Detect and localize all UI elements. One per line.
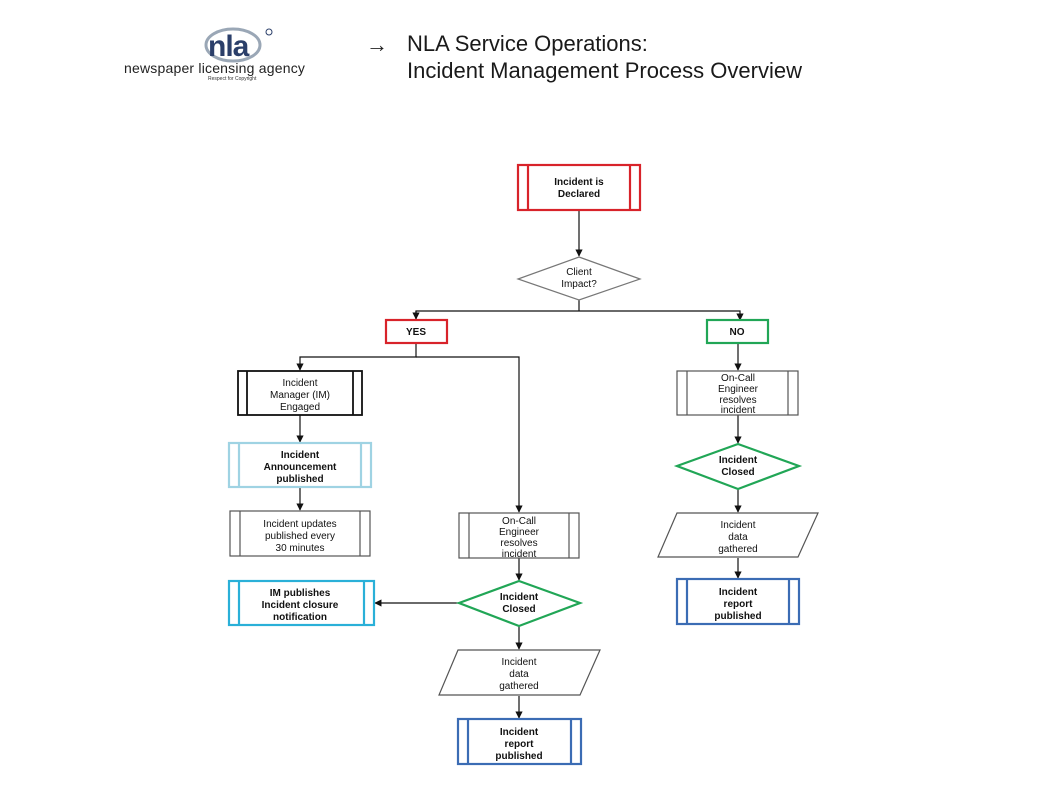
node-report-right-line-3: published [714, 611, 761, 622]
node-closed-right-line-1: Incident [719, 455, 758, 466]
node-im-engaged-line-2: Manager (IM) [270, 390, 330, 401]
node-data-right: Incident data gathered [657, 512, 819, 558]
node-announcement-line-3: published [276, 474, 323, 485]
logo-name: newspaper licensing agency [124, 60, 306, 76]
node-oncall-right-line-4: incident [721, 405, 756, 416]
node-report-right-line-1: Incident [719, 587, 758, 598]
node-no-label: NO [730, 327, 745, 338]
node-data-left-line-3: gathered [499, 681, 538, 692]
connector-yes-to-oncall [416, 356, 523, 513]
node-closed-right-line-2: Closed [721, 467, 754, 478]
node-oncall-right-line-3: resolves [719, 395, 756, 406]
node-oncall-right-line-1: On-Call [721, 373, 755, 384]
node-announcement-line-1: Incident [281, 450, 320, 461]
node-oncall-left-line-3: resolves [500, 538, 537, 549]
node-im-closure-line-3: notification [273, 612, 327, 623]
node-data-left-line-1: Incident [501, 657, 536, 668]
node-im-engaged: Incident Manager (IM) Engaged [237, 370, 363, 416]
node-incident-declared: Incident is Declared [516, 163, 642, 212]
connector-yes-split [296, 344, 417, 371]
node-yes: YES [384, 318, 449, 345]
node-closed-left-line-1: Incident [500, 592, 539, 603]
node-report-left-line-1: Incident [500, 727, 539, 738]
node-incident-declared-line-1: Incident is [554, 177, 604, 188]
node-report-left-line-2: report [505, 739, 535, 750]
node-data-right-line-2: data [728, 532, 748, 543]
connectors [296, 211, 744, 719]
node-data-right-line-1: Incident [720, 520, 755, 531]
node-im-engaged-line-1: Incident [282, 378, 317, 389]
node-oncall-left-line-4: incident [502, 549, 537, 560]
node-no: NO [705, 318, 770, 345]
node-oncall-left-line-2: Engineer [499, 527, 540, 538]
node-im-closure: IM publishes Incident closure notificati… [227, 579, 376, 627]
page-title: NLA Service Operations: Incident Managem… [407, 30, 802, 84]
logo-mark-text: nla [208, 30, 249, 63]
node-data-right-line-3: gathered [718, 544, 757, 555]
node-closed-left-line-2: Closed [502, 604, 535, 615]
node-oncall-right-line-2: Engineer [718, 384, 759, 395]
node-data-left-line-2: data [509, 669, 529, 680]
node-yes-label: YES [406, 327, 426, 338]
node-data-left: Incident data gathered [438, 649, 601, 696]
node-report-right-line-2: report [724, 599, 754, 610]
connector-impact-branches [415, 310, 744, 321]
node-oncall-left-line-1: On-Call [502, 516, 536, 527]
node-announcement-line-2: Announcement [264, 462, 337, 473]
title-line-1: NLA Service Operations: [407, 31, 648, 56]
node-updates-line-2: published every [265, 531, 335, 542]
node-report-left: Incident report published [456, 717, 583, 766]
title-line-2: Incident Management Process Overview [407, 58, 802, 83]
node-client-impact: Client Impact? [516, 256, 642, 301]
node-updates-line-1: Incident updates [263, 519, 336, 530]
node-announcement: Incident Announcement published [227, 441, 373, 489]
node-im-closure-line-1: IM publishes [270, 588, 331, 599]
logo-tagline: Respect for Copyright [208, 76, 257, 82]
node-client-impact-line-2: Impact? [561, 279, 597, 290]
node-report-left-line-3: published [495, 751, 542, 762]
header: nla newspaper licensing agency Respect f… [0, 0, 1058, 110]
node-updates: Incident updates published every 30 minu… [229, 510, 371, 557]
node-oncall-left: On-Call Engineer resolves incident [458, 512, 580, 560]
nla-logo-icon [204, 27, 273, 63]
node-updates-line-3: 30 minutes [276, 543, 325, 554]
node-closed-left: Incident Closed [455, 579, 584, 628]
node-oncall-right: On-Call Engineer resolves incident [676, 370, 799, 416]
arrow-right-icon: → [366, 32, 388, 57]
node-incident-declared-line-2: Declared [558, 189, 600, 200]
node-client-impact-line-1: Client [566, 267, 592, 278]
node-im-engaged-line-3: Engaged [280, 402, 320, 413]
node-closed-right: Incident Closed [673, 442, 803, 491]
node-report-right: Incident report published [675, 577, 801, 626]
node-im-closure-line-2: Incident closure [262, 600, 339, 611]
